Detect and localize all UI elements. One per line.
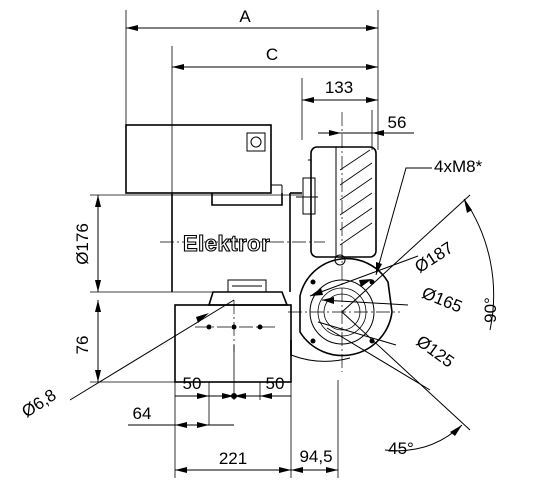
angle-45: 45° xyxy=(388,439,414,458)
dim-221: 221 xyxy=(219,449,247,468)
dim-50-left: 50 xyxy=(183,374,202,393)
dim-133: 133 xyxy=(325,78,353,97)
housing xyxy=(125,124,302,399)
dim-64: 64 xyxy=(133,404,152,423)
leader-lines xyxy=(69,167,495,452)
dim-50-right: 50 xyxy=(266,374,285,393)
dimension-lines xyxy=(95,25,414,473)
dim-c: C xyxy=(266,45,278,64)
dim-6-8: Ø6,8 xyxy=(18,385,59,421)
dim-125: Ø125 xyxy=(413,332,458,372)
angle-90: 90° xyxy=(481,297,500,323)
dim-187: Ø187 xyxy=(411,238,456,277)
brand-label: Elektror xyxy=(183,231,270,256)
dim-a: A xyxy=(239,7,251,26)
extension-lines xyxy=(90,10,379,478)
dim-76: 76 xyxy=(73,336,92,355)
dim-56: 56 xyxy=(388,113,407,132)
dim-176: Ø176 xyxy=(73,223,92,265)
dim-bolts: 4xM8* xyxy=(434,157,483,176)
dim-94-5: 94,5 xyxy=(299,447,332,466)
dim-165: Ø165 xyxy=(419,283,465,316)
